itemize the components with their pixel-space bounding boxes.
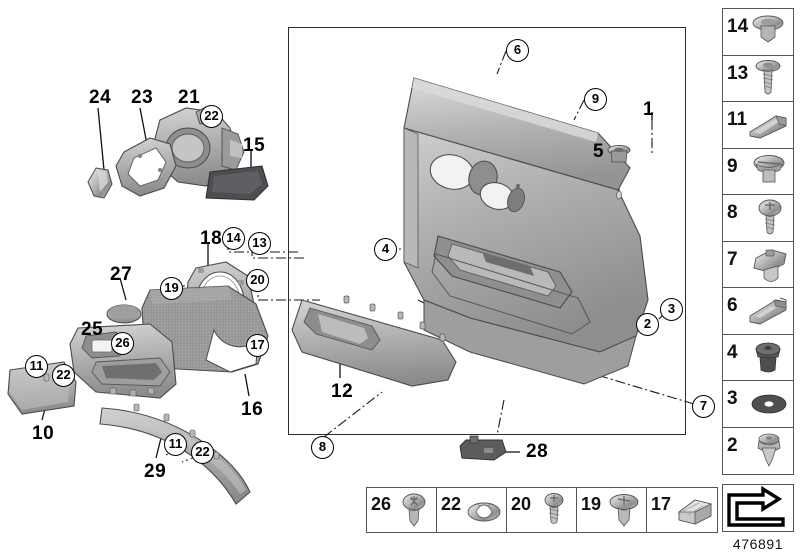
direction-arrow-icon bbox=[727, 485, 785, 527]
legend-number: 19 bbox=[581, 494, 602, 514]
legend-number: 13 bbox=[727, 62, 749, 84]
collar-screw-icon bbox=[753, 154, 785, 182]
legend-number: 11 bbox=[727, 109, 748, 130]
legend-number: 17 bbox=[651, 494, 672, 514]
oval-cap-part27 bbox=[106, 304, 142, 324]
part-label-15: 15 bbox=[243, 135, 266, 156]
legend-number: 4 bbox=[727, 341, 738, 363]
part-label-5: 5 bbox=[593, 141, 605, 162]
legend-number: 6 bbox=[727, 295, 738, 316]
torx-screw-icon bbox=[402, 493, 426, 527]
legend-number: 22 bbox=[441, 494, 462, 514]
triangular-cover-part15 bbox=[205, 165, 269, 201]
callout-11-a[interactable]: 11 bbox=[25, 355, 48, 378]
callout-7[interactable]: 7 bbox=[692, 395, 715, 418]
callout-20[interactable]: 20 bbox=[246, 269, 269, 292]
flat-washer-icon bbox=[751, 394, 787, 414]
door-trim-panel-art bbox=[403, 77, 649, 385]
fastener-legend-bottom: 26 22 20 bbox=[366, 487, 718, 533]
legend-number: 8 bbox=[727, 202, 738, 223]
callout-17[interactable]: 17 bbox=[246, 334, 269, 357]
callout-11-b[interactable]: 11 bbox=[164, 433, 187, 456]
plastic-rivet-icon bbox=[609, 494, 639, 527]
legend-cell-4[interactable]: 4 bbox=[723, 335, 793, 381]
self-tapping-screw-icon bbox=[755, 59, 781, 94]
fastener-legend-right: 14 13 11 bbox=[722, 8, 794, 475]
part-label-27: 27 bbox=[110, 264, 133, 285]
legend-cell-22[interactable]: 22 bbox=[437, 488, 507, 532]
legend-cell-17[interactable]: 17 bbox=[647, 488, 717, 532]
legend-cell-19[interactable]: 19 bbox=[577, 488, 647, 532]
foam-block-icon bbox=[677, 499, 713, 525]
rubber-plug-icon bbox=[755, 342, 781, 372]
main-assembly-frame bbox=[288, 27, 686, 435]
bracket-clip-icon bbox=[749, 297, 787, 325]
callout-22-c[interactable]: 22 bbox=[191, 441, 214, 464]
handle-bezel-part23 bbox=[115, 137, 177, 197]
callout-9[interactable]: 9 bbox=[584, 88, 607, 111]
part-label-18: 18 bbox=[200, 228, 223, 249]
felt-insert-part16 bbox=[141, 285, 269, 373]
callout-22-a[interactable]: 22 bbox=[200, 105, 223, 128]
expanding-nut-icon bbox=[753, 249, 787, 282]
part-label-21: 21 bbox=[178, 87, 201, 108]
part-label-23: 23 bbox=[131, 87, 154, 108]
callout-2[interactable]: 2 bbox=[636, 313, 659, 336]
part-label-10: 10 bbox=[32, 423, 55, 444]
part-label-12: 12 bbox=[331, 381, 354, 402]
legend-number: 3 bbox=[727, 388, 738, 409]
flange-head-rivet-icon bbox=[752, 15, 784, 43]
part-label-16: 16 bbox=[241, 399, 264, 420]
legend-cell-11[interactable]: 11 bbox=[723, 102, 793, 149]
callout-4[interactable]: 4 bbox=[374, 238, 397, 261]
legend-cell-6[interactable]: 6 bbox=[723, 288, 793, 335]
diagram-id: 476891 bbox=[732, 536, 784, 552]
metal-clip-rail-icon bbox=[749, 115, 787, 139]
legend-cell-3[interactable]: 3 bbox=[723, 381, 793, 428]
legend-number: 20 bbox=[511, 494, 532, 514]
part-label-28: 28 bbox=[526, 441, 549, 462]
legend-number: 9 bbox=[727, 155, 738, 177]
door-pull-trim-part12 bbox=[291, 295, 457, 387]
machine-screw-icon bbox=[544, 493, 564, 524]
callout-22-b[interactable]: 22 bbox=[52, 364, 75, 387]
part-label-29: 29 bbox=[144, 461, 167, 482]
legend-cell-9[interactable]: 9 bbox=[723, 149, 793, 195]
callout-6[interactable]: 6 bbox=[506, 39, 529, 62]
direction-arrow-cell bbox=[722, 484, 794, 532]
part-label-1: 1 bbox=[643, 99, 655, 120]
callout-3[interactable]: 3 bbox=[660, 298, 683, 321]
latch-bracket-part28 bbox=[459, 435, 507, 461]
part-label-25: 25 bbox=[81, 319, 104, 340]
star-washer-icon bbox=[467, 502, 501, 522]
callout-13[interactable]: 13 bbox=[248, 232, 271, 255]
legend-number: 14 bbox=[727, 16, 749, 37]
callout-14[interactable]: 14 bbox=[222, 227, 245, 250]
legend-cell-13[interactable]: 13 bbox=[723, 56, 793, 102]
grommet-part5 bbox=[607, 144, 631, 163]
legend-number: 26 bbox=[371, 494, 392, 514]
legend-cell-20[interactable]: 20 bbox=[507, 488, 577, 532]
legend-cell-2[interactable]: 2 bbox=[723, 428, 793, 475]
legend-cell-14[interactable]: 14 bbox=[723, 9, 793, 56]
pan-head-screw-icon bbox=[758, 199, 782, 235]
legend-number: 7 bbox=[727, 248, 738, 270]
callout-8[interactable]: 8 bbox=[311, 436, 334, 459]
cap-part24 bbox=[87, 167, 113, 199]
part-label-24: 24 bbox=[89, 87, 112, 108]
callout-19[interactable]: 19 bbox=[160, 277, 183, 300]
legend-cell-8[interactable]: 8 bbox=[723, 195, 793, 242]
curved-trim-part29 bbox=[99, 403, 251, 505]
legend-cell-26[interactable]: 26 bbox=[367, 488, 437, 532]
callout-26[interactable]: 26 bbox=[111, 332, 134, 355]
legend-number: 2 bbox=[727, 434, 738, 456]
push-rivet-icon bbox=[757, 433, 781, 467]
legend-cell-7[interactable]: 7 bbox=[723, 242, 793, 288]
